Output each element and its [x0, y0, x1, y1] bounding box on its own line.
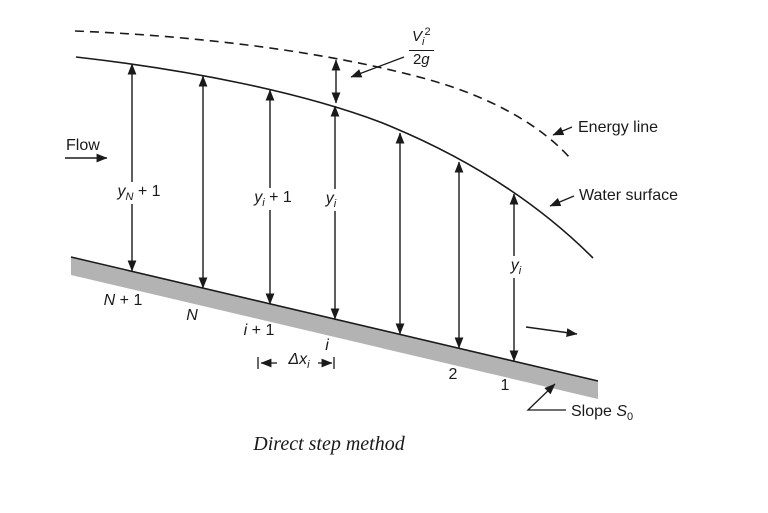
channel-bed	[71, 257, 598, 399]
station-label-2: 2	[448, 366, 458, 384]
energy-line-path	[74, 30, 571, 159]
slope-leader-arrow	[526, 383, 566, 411]
station-label-n1: N + 1	[103, 292, 143, 310]
downstream-arrow	[525, 326, 578, 337]
flow-label: Flow	[66, 137, 100, 154]
depth-label-yi-mid: yi	[322, 188, 340, 212]
depth-label-yi-right: yi	[507, 255, 525, 279]
energy-line-leader-arrow	[552, 126, 573, 136]
station-label-1: 1	[500, 377, 510, 395]
station-label-i: i	[325, 337, 329, 355]
depth-label-yn1: yN + 1	[114, 181, 164, 205]
slope-label: Slope S0	[571, 403, 634, 423]
water-surface-label: Water surface	[579, 187, 678, 204]
depth-label-yi1: yi + 1	[251, 187, 295, 211]
velocity-head-leader-arrow	[350, 56, 405, 78]
dx-label: Δxi	[288, 350, 310, 371]
station-label-n: N	[186, 307, 198, 325]
velocity-head-label: Vi2 2g	[409, 26, 434, 68]
water-surface-leader-arrow	[549, 195, 575, 207]
energy-line-label: Energy line	[578, 119, 659, 136]
water-surface-path	[75, 56, 594, 259]
figure-caption: Direct step method	[253, 433, 405, 455]
station-label-i1: i + 1	[243, 322, 275, 340]
